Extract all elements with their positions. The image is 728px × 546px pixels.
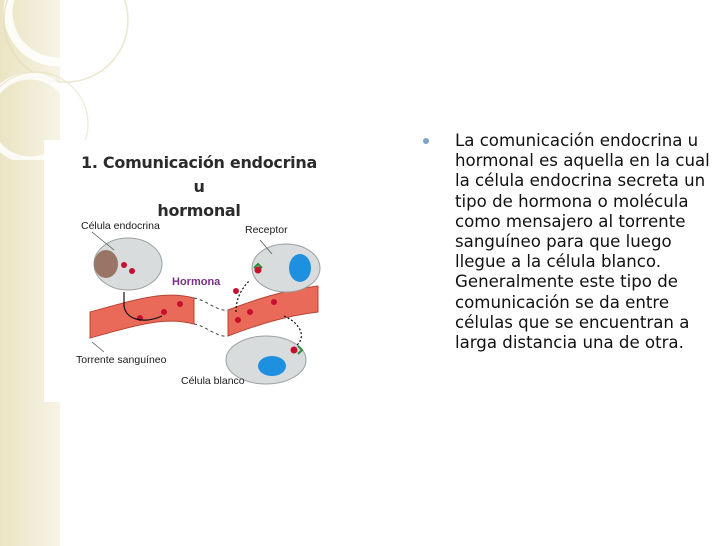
text-panel: La comunicación endocrina u hormonal es …: [423, 131, 716, 353]
label-endocrine-cell: Célula endocrina: [81, 220, 160, 232]
endocrine-communication-figure: 1. Comunicación endocrina u hormonal Cél…: [44, 140, 330, 402]
figure-title-line1: 1. Comunicación endocrina u: [81, 153, 317, 196]
endocrine-nucleus: [94, 250, 118, 278]
target-nucleus: [258, 356, 286, 376]
receptor-nucleus: [289, 254, 311, 282]
figure-title-line2: hormonal: [157, 201, 241, 220]
figure-illustration: [89, 231, 321, 385]
decorative-circles: [0, 0, 129, 160]
body-paragraph: La comunicación endocrina u hormonal es …: [455, 131, 710, 353]
figure-title: 1. Comunicación endocrina u hormonal: [74, 151, 324, 223]
label-receptor: Receptor: [245, 224, 288, 236]
blood-vessel-right: [227, 285, 319, 337]
label-target-cell: Célula blanco: [181, 375, 245, 387]
label-hormone: Hormona: [172, 276, 221, 288]
bullet-icon: [423, 138, 429, 144]
label-bloodstream: Torrente sanguíneo: [76, 354, 167, 366]
